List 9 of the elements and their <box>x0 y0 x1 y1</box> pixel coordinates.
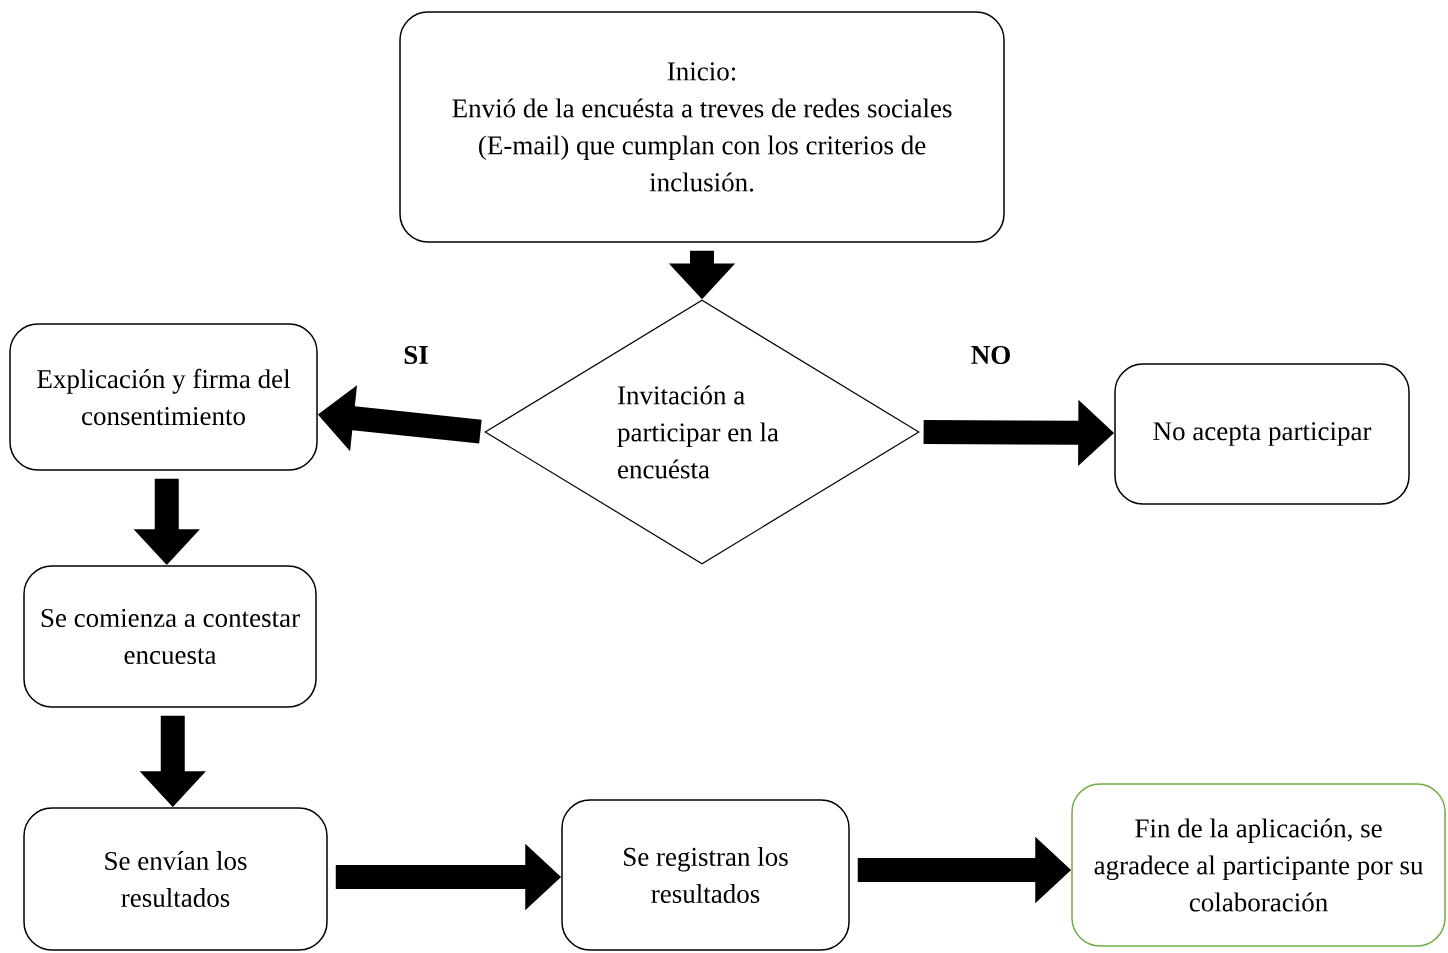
edge-label: NO <box>969 344 1013 366</box>
process-box: Inicio: Envió de la encuésta a treves de redes sociales (E-mail) que cumplan con los criterios de inclusión. <box>399 11 1005 243</box>
process-box: Explicación y firma del consentimiento <box>9 323 318 471</box>
edge-label: SI <box>402 344 430 366</box>
process-box: Se envían los resultados <box>23 807 328 951</box>
process-box: No acepta participar <box>1114 363 1410 505</box>
process-box: Fin de la aplicación, se agradece al participante por su colaboración <box>1071 783 1446 947</box>
process-box: Se comienza a contestar encuesta <box>23 565 317 708</box>
process-box: Se registran los resultados <box>561 799 850 951</box>
